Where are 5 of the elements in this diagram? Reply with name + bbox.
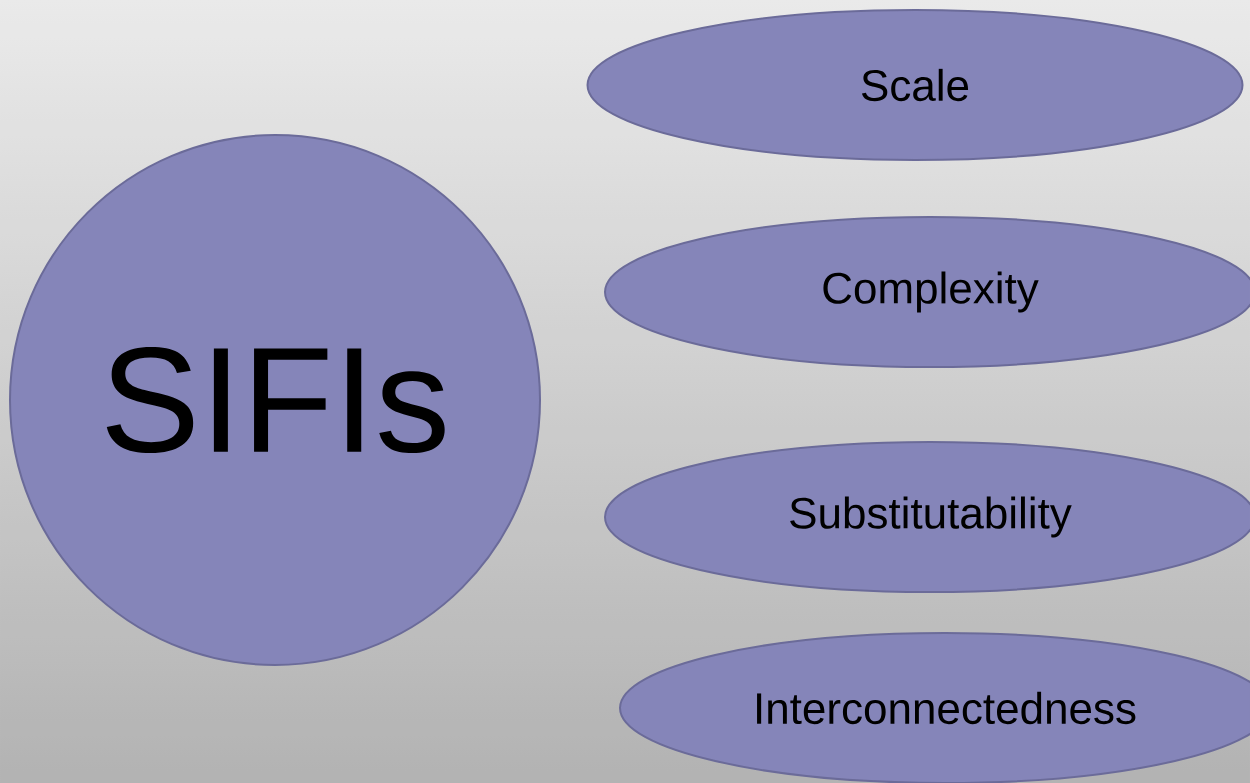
oval-node: Complexity <box>604 216 1250 368</box>
circle-node: SIFIs <box>9 134 541 666</box>
oval-node: Interconnectedness <box>619 632 1250 783</box>
oval-node: Scale <box>586 9 1244 161</box>
oval-node: Substitutability <box>604 441 1250 593</box>
